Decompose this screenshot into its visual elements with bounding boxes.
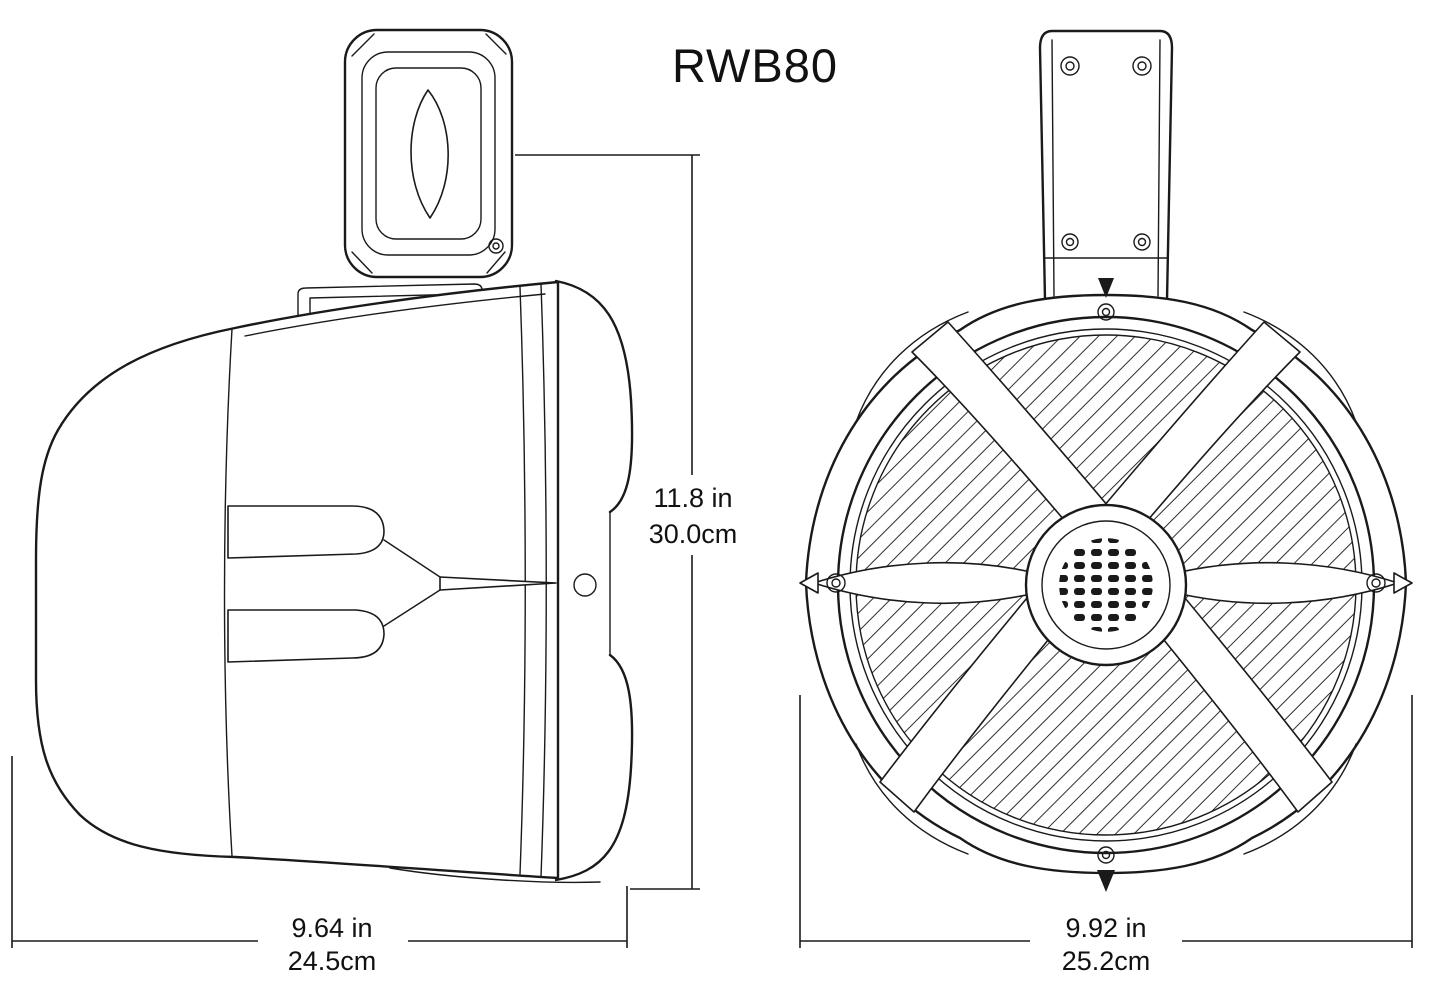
speaker-body-profile	[34, 279, 634, 884]
bottom-pin-icon	[1097, 870, 1115, 892]
height-cm-label: 30.0cm	[649, 519, 738, 549]
dimension-height: 11.8 in 30.0cm	[515, 154, 743, 890]
pivot-screw-icon	[573, 573, 597, 597]
front-bracket	[1038, 29, 1174, 302]
depth-cm-label: 24.5cm	[288, 946, 377, 976]
dimension-width: 9.92 in 25.2cm	[799, 695, 1413, 978]
base-trim-line	[389, 867, 601, 884]
tower-clamp	[343, 28, 514, 279]
side-view	[34, 28, 634, 884]
clamp-screw-icon	[488, 238, 504, 254]
housing-side-tips	[799, 572, 1413, 594]
center-emblem	[1024, 503, 1188, 667]
top-pin-icon	[1098, 278, 1114, 298]
model-title: RWB80	[672, 39, 838, 92]
clamp-lens-detail	[410, 89, 449, 219]
dimension-depth: 9.64 in 24.5cm	[11, 756, 628, 978]
side-screw-icon	[826, 573, 846, 593]
emblem-slot-grid	[1059, 538, 1153, 632]
housing-pins	[1097, 278, 1115, 892]
width-inches-label: 9.92 in	[1065, 913, 1146, 943]
pivot-pointer	[439, 576, 557, 591]
mounting-fork	[227, 505, 557, 663]
height-inches-label: 11.8 in	[653, 483, 732, 513]
bracket-screw-icon	[1132, 56, 1152, 76]
side-screw-icon	[1366, 573, 1386, 593]
bracket-screw-icon	[1060, 56, 1080, 76]
bracket-screw-icon	[1133, 233, 1151, 251]
depth-inches-label: 9.64 in	[291, 913, 372, 943]
width-cm-label: 25.2cm	[1062, 946, 1151, 976]
back-cap-seam	[223, 328, 233, 857]
bracket-screw-icon	[1061, 233, 1079, 251]
front-view	[799, 29, 1413, 892]
